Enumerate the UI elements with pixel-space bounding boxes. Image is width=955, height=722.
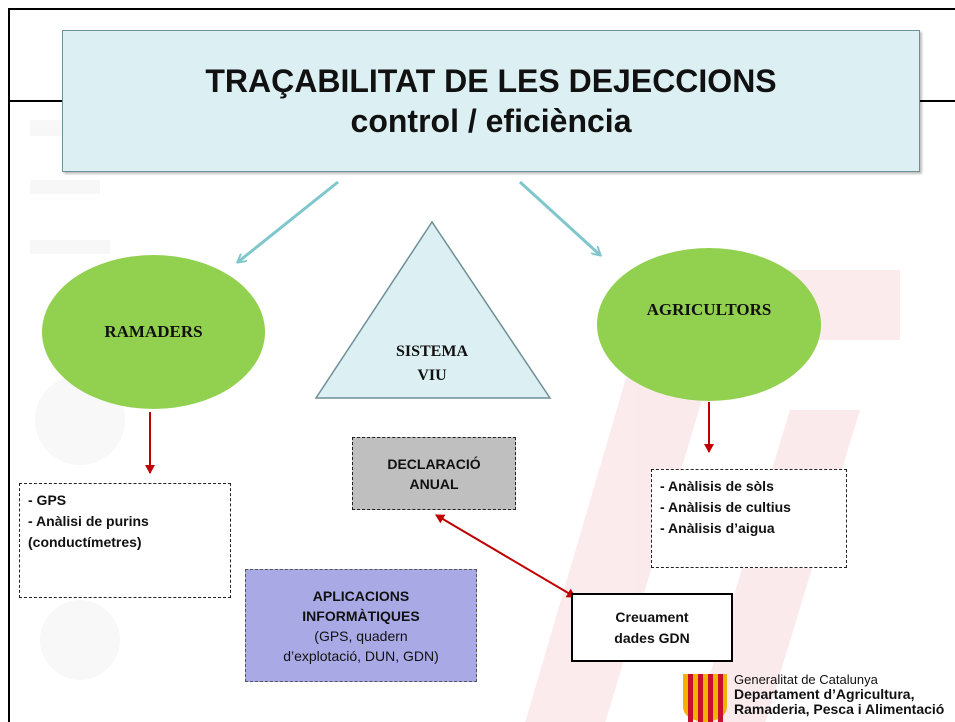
arrow-title-to-agricultors <box>518 180 600 255</box>
logo-line1: Generalitat de Catalunya <box>734 672 878 687</box>
aplicacions-line2: INFORMÀTIQUES <box>302 607 420 624</box>
list-item: - Anàlisi de purins <box>28 513 149 529</box>
generalitat-stripes-icon <box>683 674 727 722</box>
creuament-line2: dades GDN <box>614 629 690 646</box>
declaracio-line2: ANUAL <box>409 475 459 492</box>
aplicacions-informatiques-box: APLICACIONS INFORMÀTIQUES (GPS, quadern … <box>245 569 477 682</box>
sistema-viu-label: SISTEMA VIU <box>372 340 492 388</box>
list-item: - GPS <box>28 492 67 508</box>
title-box: TRAÇABILITAT DE LES DEJECCIONS control /… <box>62 30 920 172</box>
arrow-title-to-ramaders <box>238 180 339 262</box>
aplicacions-line4: d’explotació, DUN, GDN) <box>283 647 439 664</box>
creuament-dades-box: Creuament dades GDN <box>571 593 733 662</box>
declaracio-anual-box: DECLARACIÓ ANUAL <box>352 437 516 510</box>
creuament-line1: Creuament <box>615 608 689 625</box>
agricultors-node: AGRICULTORS <box>597 248 821 401</box>
agricultors-label: AGRICULTORS <box>646 300 772 319</box>
title-main: TRAÇABILITAT DE LES DEJECCIONS <box>205 63 777 99</box>
left-rule <box>8 100 64 102</box>
sistema-line: SISTEMA <box>395 343 469 360</box>
ramaders-analysis-box: - GPS - Anàlisi de purins (conductímetre… <box>19 483 231 598</box>
right-rule <box>918 100 955 102</box>
viu-line: VIU <box>417 367 447 384</box>
ramaders-label: RAMADERS <box>104 322 203 341</box>
declaracio-line1: DECLARACIÓ <box>387 455 481 472</box>
title-sub: control / eficiència <box>350 103 632 139</box>
ramaders-node: RAMADERS <box>42 255 265 409</box>
aplicacions-line3: (GPS, quadern <box>314 627 408 644</box>
aplicacions-line1: APLICACIONS <box>312 587 410 604</box>
agricultors-analysis-box: - Anàlisis de sòls - Anàlisis de cultius… <box>651 469 847 568</box>
arrow-declaracio-creuament <box>435 514 576 598</box>
logo-text: Generalitat de Catalunya Departament d’A… <box>734 672 944 717</box>
sistema-viu-triangle <box>314 220 552 399</box>
list-item: (conductímetres) <box>28 534 142 550</box>
logo-line2: Departament d’Agricultura, <box>734 686 915 702</box>
list-item: - Anàlisis d’aigua <box>660 520 775 536</box>
list-item: - Anàlisis de cultius <box>660 499 791 515</box>
logo-line3: Ramaderia, Pesca i Alimentació <box>734 701 945 717</box>
list-item: - Anàlisis de sòls <box>660 478 774 494</box>
slide-frame <box>8 8 955 722</box>
